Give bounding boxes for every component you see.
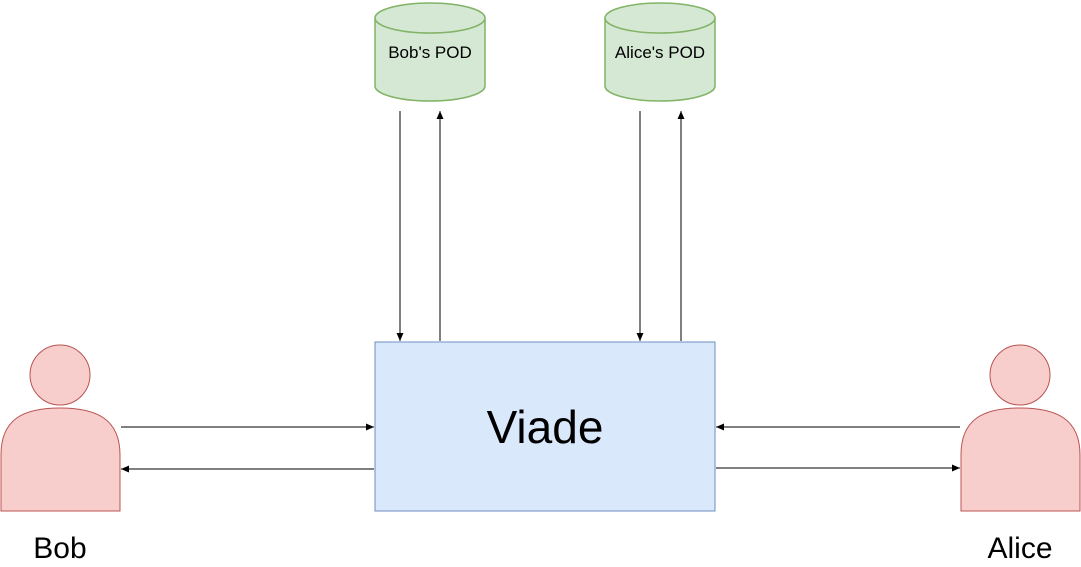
arrows [121,111,960,473]
alices-pod-label: Alice's POD [615,43,705,62]
alices-pod-cylinder-top [604,2,716,34]
alice-person-icon: Alice [960,344,1081,565]
alices-pod-database-icon: Alice's POD [604,2,716,102]
bobs-pod-cylinder-body [374,18,486,102]
bobs-pod-cylinder-top [374,2,486,34]
viade-app-label: Viade [487,401,604,453]
bob-person-icon: Bob [0,344,121,565]
bob-person-body [0,407,121,512]
alices-pod-cylinder-body [604,18,716,102]
bob-label: Bob [33,532,86,565]
alice-person-body [960,407,1081,512]
bobs-pod-label: Bob's POD [388,43,472,62]
bobs-pod-database-icon: Bob's POD [374,2,486,102]
bob-person-head [29,344,91,406]
viade-app-rect [374,341,716,512]
alice-label: Alice [987,532,1052,565]
alice-person-head [989,344,1051,406]
viade-app-box: Viade [374,341,716,512]
